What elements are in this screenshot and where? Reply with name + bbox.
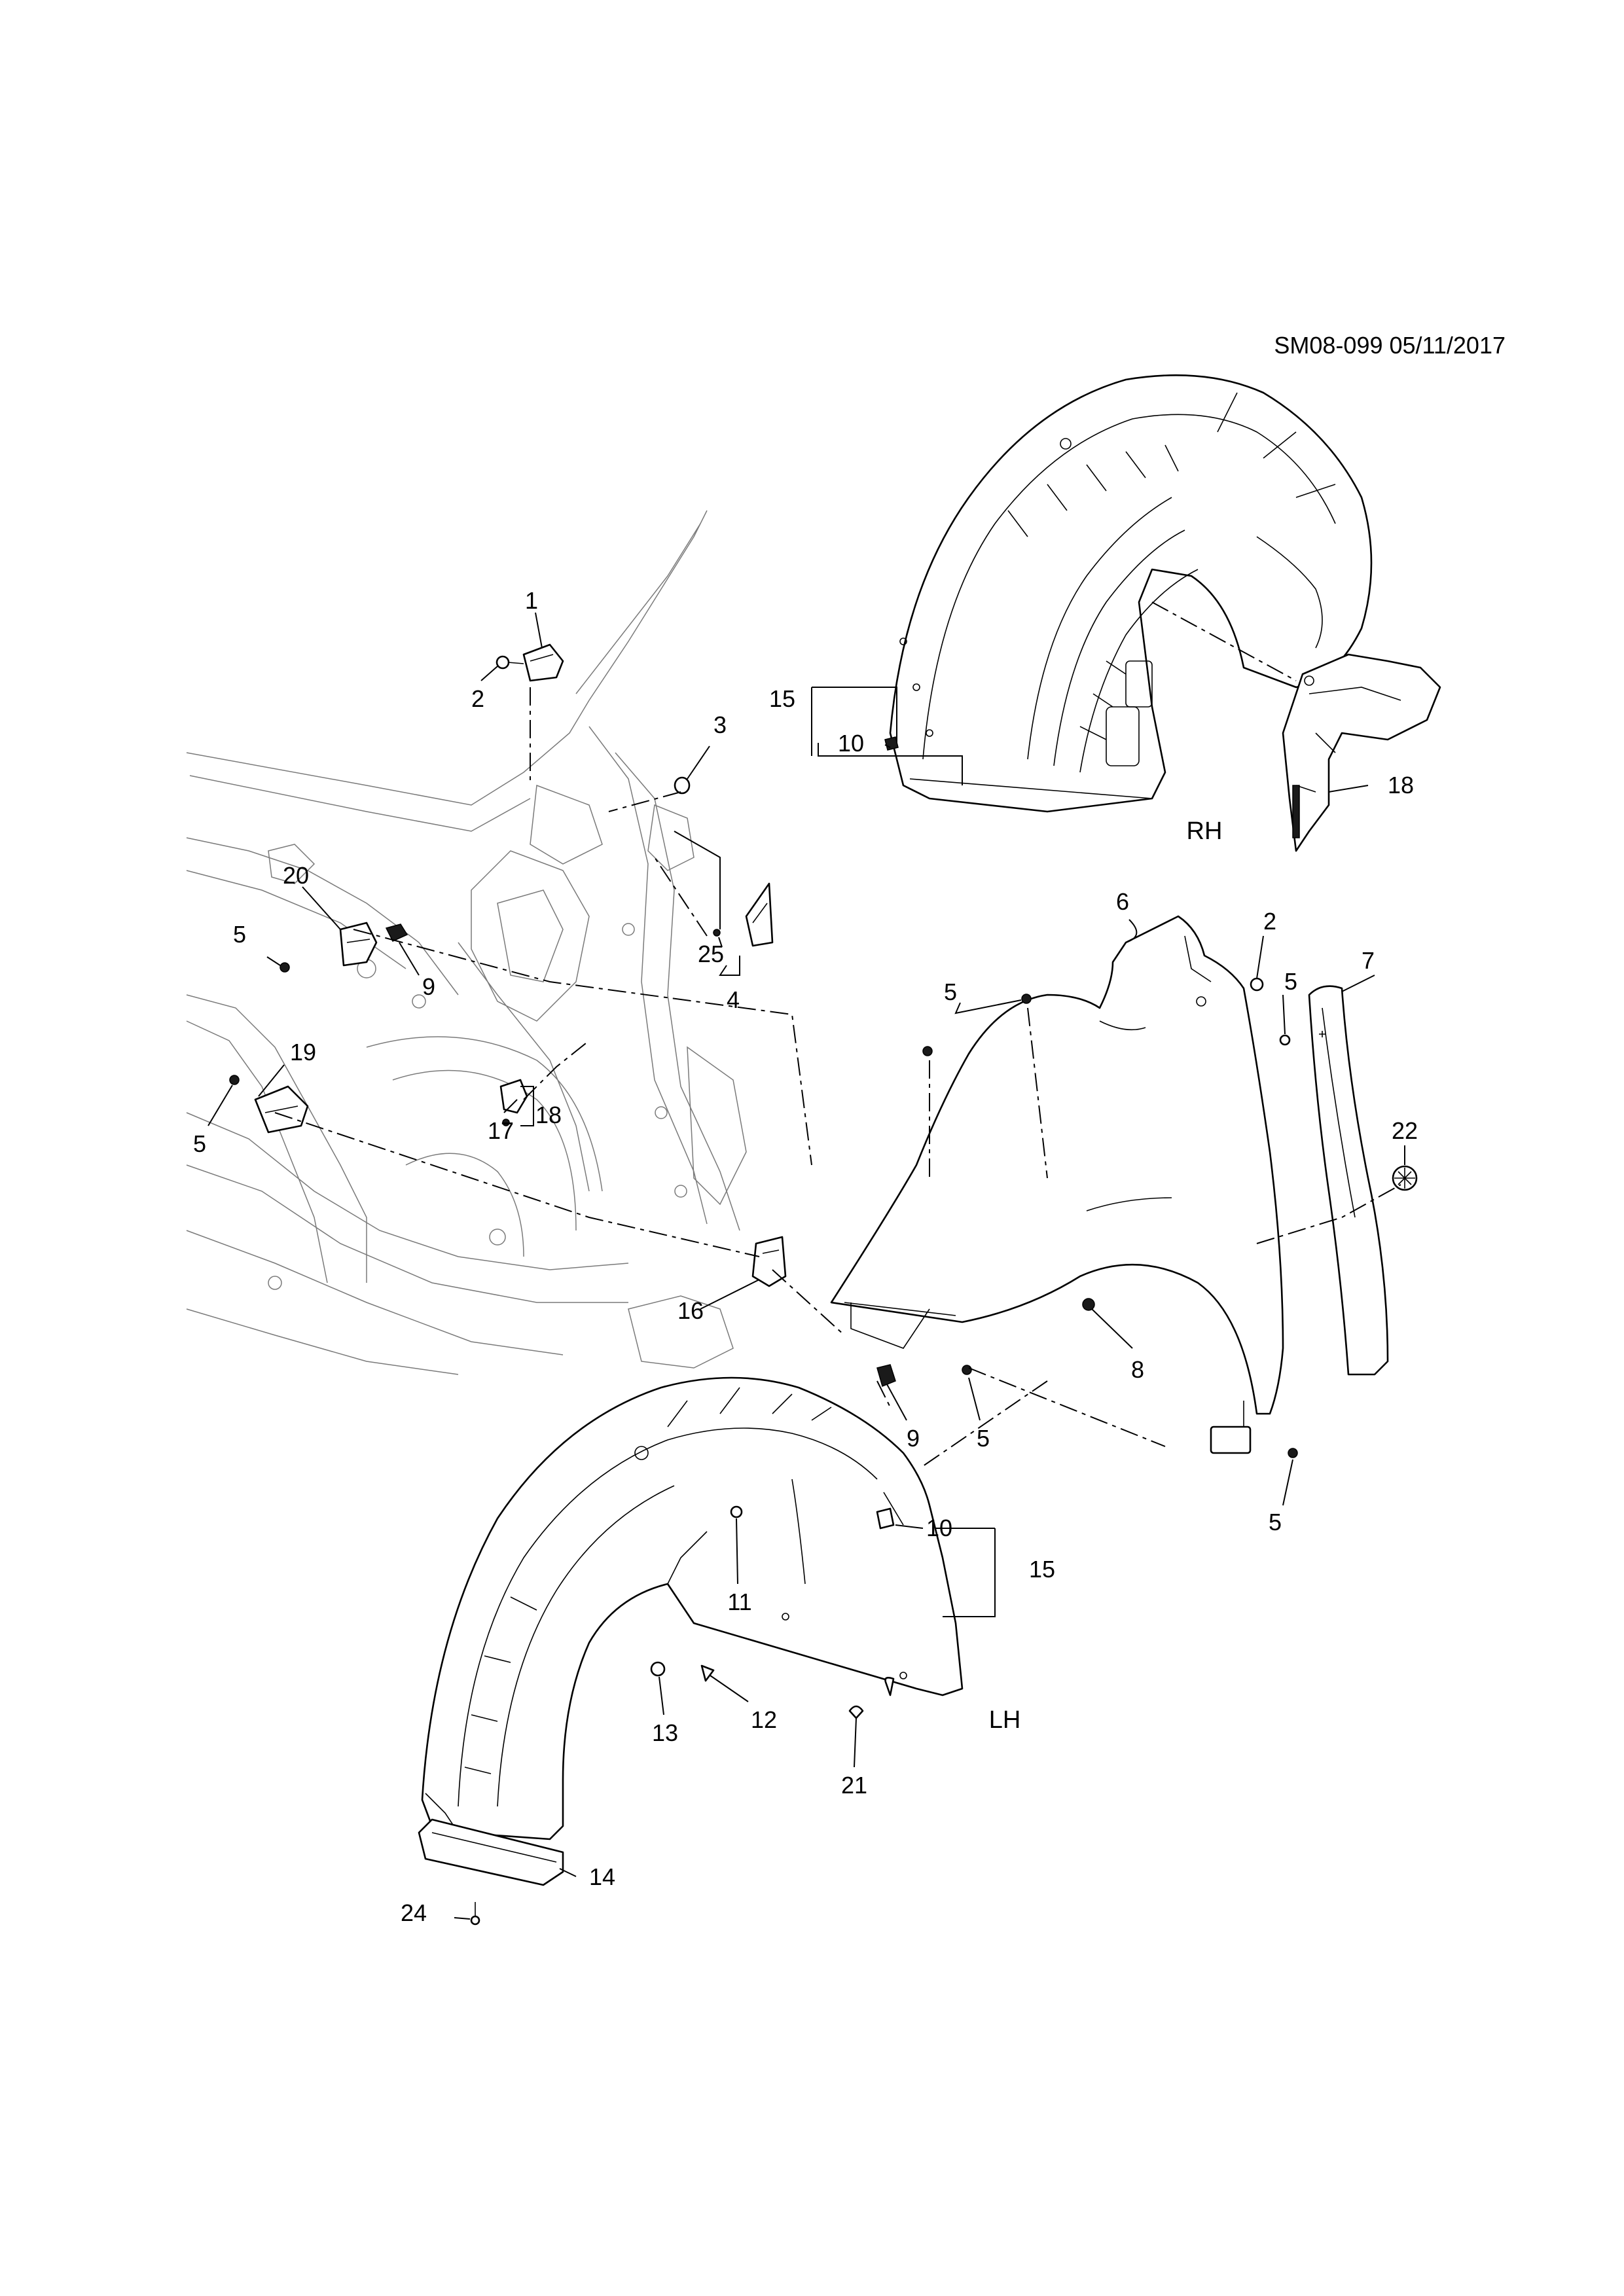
callout-18-b: 18 bbox=[1388, 772, 1414, 798]
callout-2-fender: 2 bbox=[1263, 908, 1276, 935]
callout-16: 16 bbox=[677, 1297, 704, 1324]
bracket-part-19 bbox=[254, 1085, 309, 1134]
screw-part-2-top bbox=[496, 655, 524, 670]
clip-part-21 bbox=[848, 1705, 864, 1719]
callout-5-e: 5 bbox=[1284, 968, 1297, 995]
clip-part-10-lh bbox=[876, 1507, 895, 1530]
callout-14: 14 bbox=[589, 1863, 615, 1890]
bolt-part-5-f bbox=[962, 1365, 972, 1375]
callout-9-b: 9 bbox=[907, 1425, 920, 1452]
screw-part-24 bbox=[470, 1902, 480, 1926]
callout-5-c: 5 bbox=[944, 978, 957, 1005]
seal-part-7 bbox=[1308, 985, 1389, 1376]
callout-5-f: 5 bbox=[977, 1425, 990, 1452]
screw-part-13 bbox=[650, 1661, 666, 1677]
bolt-part-5-a bbox=[280, 962, 290, 973]
deflector-part-14 bbox=[418, 1818, 564, 1886]
label-lh: LH bbox=[989, 1706, 1021, 1734]
bolt-part-5-d bbox=[922, 1046, 933, 1056]
bumper-part-8 bbox=[1082, 1298, 1095, 1311]
wheelhouse-liner-rh bbox=[889, 374, 1373, 813]
leader-lines bbox=[208, 612, 1405, 1920]
reference-code: SM08-099 05/11/2017 bbox=[1274, 332, 1506, 359]
clip-part-12 bbox=[884, 1677, 895, 1696]
nut-part-9-lower bbox=[876, 1364, 896, 1388]
callout-3: 3 bbox=[713, 711, 727, 738]
callout-5-b: 5 bbox=[193, 1130, 206, 1157]
bracket-part-16 bbox=[751, 1236, 787, 1287]
callout-11: 11 bbox=[727, 1588, 751, 1615]
screw-part-2-fender bbox=[1250, 977, 1264, 992]
bracket-rh bbox=[1282, 653, 1441, 852]
fender-part-6 bbox=[830, 915, 1284, 1454]
callout-labels: 1 2 3 4 25 20 5 9 19 5 17 18 6 2 5 5 7 2… bbox=[193, 587, 1418, 1926]
callout-24: 24 bbox=[401, 1899, 427, 1926]
callout-20: 20 bbox=[283, 862, 309, 889]
callout-17: 17 bbox=[488, 1117, 514, 1144]
callout-5-g: 5 bbox=[1269, 1509, 1282, 1535]
callout-8: 8 bbox=[1131, 1356, 1144, 1383]
callout-22: 22 bbox=[1392, 1117, 1418, 1144]
callout-12: 12 bbox=[751, 1706, 777, 1733]
callout-7: 7 bbox=[1362, 947, 1375, 974]
bolt-part-5-g bbox=[1288, 1448, 1298, 1458]
callout-1: 1 bbox=[525, 587, 538, 614]
callout-25: 25 bbox=[698, 941, 724, 967]
callout-10-rh: 10 bbox=[838, 730, 864, 757]
bracket-part-20 bbox=[339, 922, 378, 967]
grommet-part-22 bbox=[1392, 1165, 1418, 1191]
callout-13: 13 bbox=[652, 1719, 678, 1746]
bolt-part-5-c bbox=[1021, 994, 1032, 1004]
callout-15-lh: 15 bbox=[1029, 1556, 1055, 1583]
callout-5-a: 5 bbox=[233, 921, 246, 948]
clip-part-17 bbox=[499, 1079, 528, 1126]
callout-18-a: 18 bbox=[535, 1102, 562, 1128]
callout-21: 21 bbox=[841, 1772, 867, 1799]
callout-9-a: 9 bbox=[422, 973, 435, 1000]
wheelhouse-liner-lh bbox=[421, 1376, 964, 1840]
seal-part-4 bbox=[713, 882, 774, 947]
label-rh: RH bbox=[1187, 817, 1223, 845]
callout-6: 6 bbox=[1116, 888, 1129, 915]
vehicle-body-structure bbox=[186, 510, 747, 1375]
assembly-lines bbox=[274, 601, 1401, 1467]
bracket-part-1 bbox=[522, 643, 564, 682]
bolt-part-5-b bbox=[229, 1075, 240, 1085]
plug-part-3 bbox=[674, 776, 691, 795]
callout-15-rh: 15 bbox=[769, 685, 795, 712]
callout-19: 19 bbox=[290, 1039, 316, 1066]
clip-part-12-alt bbox=[700, 1664, 715, 1682]
callout-2-top: 2 bbox=[471, 685, 484, 712]
screw-part-11 bbox=[730, 1505, 743, 1518]
nut-part-9-upper bbox=[385, 924, 408, 942]
callout-4: 4 bbox=[727, 986, 740, 1013]
bolt-part-5-e bbox=[1279, 1034, 1291, 1046]
callout-10-lh: 10 bbox=[926, 1515, 952, 1541]
